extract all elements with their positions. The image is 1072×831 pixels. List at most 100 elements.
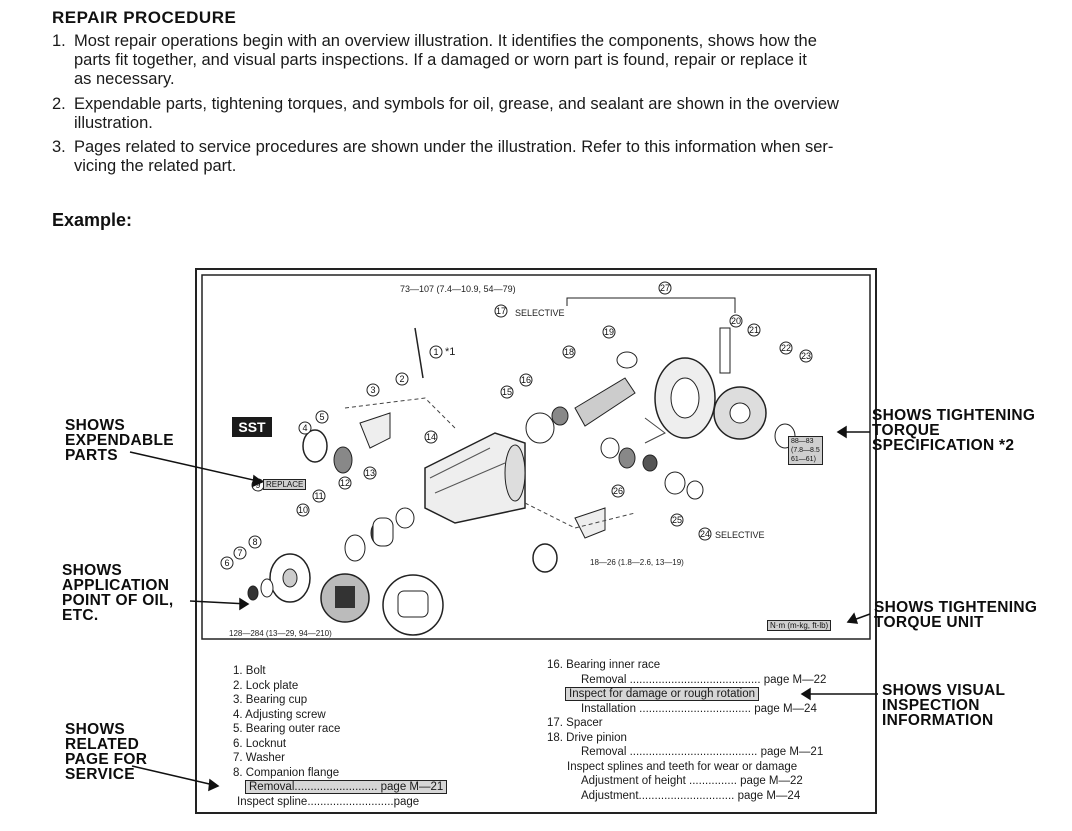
torque-spec-box: 88—83 (7.8—8.5 61—61) (788, 436, 823, 465)
torque-value-bottom: 18—26 (1.8—2.6, 13—19) (590, 558, 684, 567)
svg-text:5: 5 (319, 412, 324, 422)
svg-text:22: 22 (781, 343, 791, 353)
svg-text:19: 19 (604, 327, 614, 337)
svg-text:14: 14 (426, 432, 436, 442)
torque-value-top: 73—107 (7.4—10.9, 54—79) (400, 284, 516, 294)
list-item: 18. Drive pinion (547, 731, 627, 744)
replace-tag: REPLACE (263, 479, 307, 490)
callout-related-page: SHOWS RELATED PAGE FOR SERVICE (65, 721, 148, 783)
callout-line: PAGE FOR (65, 751, 148, 768)
callout-visual-inspection: SHOWS VISUAL INSPECTION INFORMATION (882, 682, 1006, 729)
step-number: 2. (52, 95, 66, 113)
torque-unit-box: N·m (m-kg, ft-lb) (767, 620, 832, 631)
illustration-drawing: 27 17 19 18 20 21 22 23 1 2 3 4 5 6 7 8 … (195, 268, 877, 814)
step-number: 3. (52, 138, 66, 156)
svg-text:3: 3 (370, 385, 375, 395)
callout-line: TORQUE (872, 422, 940, 439)
list-item: 1. Bolt (233, 665, 266, 677)
torque-spec-line: (7.8—8.5 (791, 447, 820, 454)
svg-text:4: 4 (302, 423, 307, 433)
step-text-cont: parts fit together, and visual parts ins… (74, 51, 807, 69)
callout-line: APPLICATION (62, 577, 170, 594)
callout-oil-application: SHOWS APPLICATION POINT OF OIL, ETC. (62, 562, 174, 624)
example-illustration: 27 17 19 18 20 21 22 23 1 2 3 4 5 6 7 8 … (195, 268, 877, 816)
step-text: Expendable parts, tightening torques, an… (74, 95, 839, 113)
callout-line: ETC. (62, 607, 99, 624)
list-subitem: Removal ................................… (581, 673, 827, 686)
parts-list-right: 16. Bearing inner race Removal .........… (547, 658, 826, 803)
callout-line: SHOWS (62, 562, 123, 579)
list-subitem: Adjustment of height ............... pag… (581, 775, 803, 787)
callout-line: POINT OF OIL, (62, 592, 174, 609)
list-item: 17. Spacer (547, 717, 603, 729)
callout-line: TORQUE UNIT (874, 614, 984, 631)
torque-spec-line: 88—83 (791, 438, 814, 445)
list-item: 2. Lock plate (233, 679, 299, 692)
svg-text:20: 20 (731, 316, 741, 326)
callout-line: SPECIFICATION *2 (872, 437, 1015, 454)
example-label: Example: (52, 210, 133, 230)
step-text-cont: vicing the related part. (74, 157, 237, 175)
callout-line: SERVICE (65, 766, 135, 783)
svg-text:16: 16 (521, 375, 531, 385)
step-text: Pages related to service procedures are … (74, 138, 834, 156)
sst-tag: SST (232, 417, 272, 437)
callout-line: SHOWS (65, 417, 126, 434)
step-number: 1. (52, 32, 66, 50)
callout-line: SHOWS (65, 721, 126, 738)
list-item: 7. Washer (233, 752, 285, 764)
svg-text:12: 12 (340, 478, 350, 488)
svg-text:13: 13 (365, 468, 375, 478)
step-text-cont: illustration. (74, 114, 153, 132)
callout-expendable-parts: SHOWS EXPENDABLE PARTS (65, 417, 174, 464)
list-item: 6. Locknut (233, 737, 287, 750)
callout-torque-spec: SHOWS TIGHTENING TORQUE SPECIFICATION *2 (872, 407, 1036, 454)
procedure-step-2: 2. Expendable parts, tightening torques, … (52, 95, 1052, 133)
svg-text:6: 6 (224, 558, 229, 568)
callout-line: SHOWS TIGHTENING (874, 599, 1038, 616)
svg-text:11: 11 (314, 491, 323, 501)
list-subitem: Installation ...........................… (581, 702, 817, 715)
callout-line: PARTS (65, 447, 118, 464)
section-heading: REPAIR PROCEDURE (52, 8, 237, 27)
svg-text:17: 17 (496, 306, 506, 316)
inspection-info-box: Inspect for damage or rough rotation (565, 687, 760, 701)
callout-line: EXPENDABLE (65, 432, 174, 449)
svg-text:10: 10 (298, 505, 308, 515)
related-page-box: Removal.......................... page M… (245, 780, 448, 794)
callout-line: SHOWS TIGHTENING (872, 407, 1036, 424)
list-subitem: Adjustment..............................… (581, 789, 801, 802)
torque-spec-line: 61—61) (791, 456, 816, 463)
list-subitem: Inspect splines and teeth for wear or da… (567, 760, 798, 773)
step-text-cont: as necessary. (74, 70, 175, 88)
procedure-step-3: 3. Pages related to service procedures ar… (52, 138, 1052, 176)
svg-text:27: 27 (660, 283, 670, 293)
list-item: 4. Adjusting screw (233, 708, 326, 721)
svg-text:2: 2 (399, 374, 404, 384)
list-item: 16. Bearing inner race (547, 659, 661, 671)
svg-text:23: 23 (801, 351, 811, 361)
svg-text:25: 25 (672, 515, 682, 525)
svg-text:18: 18 (564, 347, 574, 357)
torque-value-flange: 128—284 (13—29, 94—210) (229, 629, 332, 638)
asterisk-note: *1 (445, 346, 456, 358)
callout-torque-unit: SHOWS TIGHTENING TORQUE UNIT (874, 599, 1038, 631)
list-item: 3. Bearing cup (233, 694, 308, 706)
list-item-cut: Inspect spline..........................… (237, 795, 420, 808)
callout-line: RELATED (65, 736, 140, 753)
svg-text:7: 7 (237, 548, 242, 558)
parts-list-left: 1. Bolt 2. Lock plate 3. Bearing cup 4. … (233, 664, 448, 809)
step-text: Most repair operations begin with an ove… (74, 32, 817, 50)
selective-label: SELECTIVE (715, 530, 765, 540)
callout-line: INFORMATION (882, 712, 994, 729)
svg-text:9: 9 (255, 480, 260, 490)
callout-line: INSPECTION (882, 697, 980, 714)
list-item: 8. Companion flange (233, 766, 340, 779)
list-item: 5. Bearing outer race (233, 723, 341, 735)
procedure-step-1: 1. Most repair operations begin with an o… (52, 32, 1052, 89)
svg-text:21: 21 (749, 325, 759, 335)
list-subitem: Removal ................................… (581, 746, 824, 758)
callout-line: SHOWS VISUAL (882, 682, 1006, 699)
svg-text:1: 1 (433, 347, 438, 357)
svg-text:15: 15 (502, 387, 512, 397)
